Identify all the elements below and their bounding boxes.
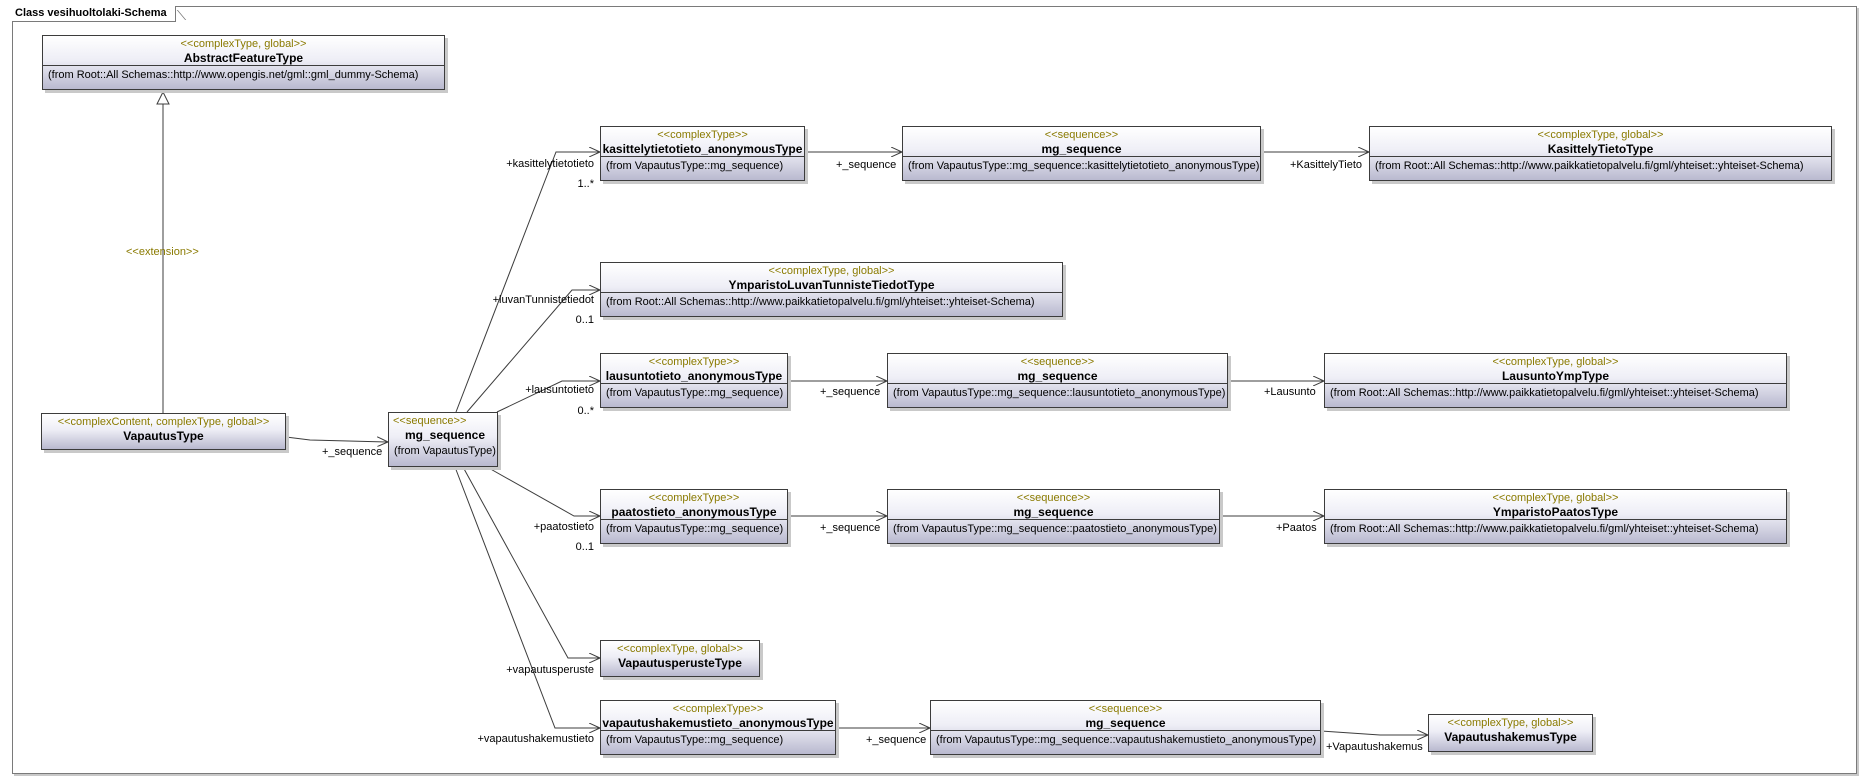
class-name: mg_sequence: [1013, 505, 1094, 519]
role-label-lausuntotieto: +lausuntotieto: [525, 384, 594, 396]
class-vapautushakemustype[interactable]: <<complexType, global>>VapautushakemusTy…: [1428, 714, 1593, 752]
class-origin: (from VapautusType::mg_sequence): [601, 519, 787, 537]
class-name: VapautusperusteType: [618, 656, 742, 670]
class-name: lausuntotieto_anonymousType: [605, 369, 783, 383]
class-origin: (from VapautusType::mg_sequence): [601, 383, 787, 401]
extension-label: <<extension>>: [126, 246, 199, 258]
multiplicity-lausuntotieto: 0..*: [577, 405, 594, 417]
multiplicity-paatostieto: 0..1: [575, 541, 594, 553]
role-label-seq-paatos: +_sequence: [820, 522, 881, 534]
stereotype: <<sequence>>: [1088, 703, 1163, 715]
class-vapautushakemustieto-anonymoustype[interactable]: <<complexType>>vapautushakemustieto_anon…: [600, 700, 836, 755]
role-label-vapautushakemus: +Vapautushakemus: [1326, 741, 1423, 753]
class-name: AbstractFeatureType: [183, 51, 304, 65]
class-name: VapautushakemusType: [1444, 730, 1577, 744]
edge-paatostieto: [486, 466, 600, 516]
role-label-lausunto: +Lausunto: [1264, 386, 1316, 398]
class-paatostieto-anonymoustype[interactable]: <<complexType>>paatostieto_anonymousType…: [600, 489, 788, 544]
edge-luvantunnistetiedot: [466, 290, 600, 413]
stereotype: <<complexType, global>>: [617, 643, 743, 655]
stereotype: <<complexType, global>>: [1492, 492, 1619, 504]
stereotype: <<complexType>>: [648, 492, 740, 504]
edge-lausuntotieto: [496, 381, 600, 413]
class-ymparistoluvantunnistetiedottype[interactable]: <<complexType, global>>YmparistoLuvanTun…: [600, 262, 1063, 317]
class-vapautustype[interactable]: <<complexContent, complexType, global>>V…: [41, 413, 286, 450]
class-origin: (from VapautusType::mg_sequence): [601, 730, 835, 748]
stereotype: <<sequence>>: [393, 415, 467, 427]
class-origin: (from Root::All Schemas::http://www.paik…: [1325, 383, 1786, 401]
role-label-luvantunnistetiedot: +luvanTunnistetiedot: [492, 294, 594, 306]
stereotype: <<sequence>>: [1044, 129, 1119, 141]
role-label-seq-lausunto: +_sequence: [820, 386, 881, 398]
edge-vapautushakemus: [1320, 731, 1428, 735]
class-name: mg_sequence: [404, 428, 486, 442]
stereotype: <<complexType, global>>: [1537, 129, 1664, 141]
role-label-kasittelytietotieto: +kasittelytietotieto: [506, 158, 594, 170]
stereotype: <<complexType, global>>: [768, 265, 895, 277]
class-origin: (from Root::All Schemas::http://www.open…: [43, 65, 444, 83]
class-kasittelytietotieto-anonymoustype[interactable]: <<complexType>>kasittelytietotieto_anony…: [600, 126, 805, 181]
edge-vapautushakemustieto: [454, 466, 600, 728]
class-vapautusperustetype[interactable]: <<complexType, global>>VapautusperusteTy…: [600, 640, 760, 677]
class-name: VapautusType: [123, 429, 204, 443]
class-origin: (from VapautusType): [394, 445, 496, 457]
class-origin: (from Root::All Schemas::http://www.paik…: [1370, 156, 1831, 174]
class-origin: (from Root::All Schemas::http://www.paik…: [601, 292, 1062, 310]
class-name: vapautushakemustieto_anonymousType: [602, 716, 834, 730]
stereotype: <<complexType, global>>: [1447, 717, 1574, 729]
class-origin: (from VapautusType::mg_sequence::paatost…: [888, 519, 1219, 537]
class-name: LausuntoYmpType: [1501, 369, 1610, 383]
stereotype: <<complexType>>: [672, 703, 764, 715]
role-label-seq-hakemus: +_sequence: [866, 734, 927, 746]
multiplicity-kasittelytietotieto: 1..*: [577, 178, 594, 190]
stereotype: <<sequence>>: [1016, 492, 1091, 504]
stereotype: <<sequence>>: [1020, 356, 1095, 368]
class-origin: (from VapautusType::mg_sequence::kasitte…: [903, 156, 1260, 174]
class-origin: (from VapautusType::mg_sequence::vapautu…: [931, 730, 1320, 748]
class-name: YmparistoPaatosType: [1492, 505, 1619, 519]
class-name: KasittelyTietoType: [1547, 142, 1654, 156]
class-name: kasittelytietotieto_anonymousType: [602, 142, 803, 156]
stereotype: <<complexType>>: [657, 129, 748, 141]
edge-kasittelytietotieto: [455, 152, 600, 413]
class-origin: (from VapautusType::mg_sequence::lausunt…: [888, 383, 1227, 401]
class-name: YmparistoLuvanTunnisteTiedotType: [728, 278, 935, 292]
stereotype: <<complexType, global>>: [180, 38, 307, 50]
class-name: paatostieto_anonymousType: [611, 505, 777, 519]
class-abstractfeaturetype[interactable]: <<complexType, global>>AbstractFeatureTy…: [42, 35, 445, 90]
class-origin: (from VapautusType::mg_sequence): [601, 156, 804, 174]
class-name: mg_sequence: [1041, 142, 1122, 156]
class-mg-sequence-kasittely[interactable]: <<sequence>>mg_sequence (from VapautusTy…: [902, 126, 1261, 181]
multiplicity-luvantunnistetiedot: 0..1: [575, 314, 594, 326]
class-kasittelytietotype[interactable]: <<complexType, global>>KasittelyTietoTyp…: [1369, 126, 1832, 181]
stereotype: <<complexType, global>>: [1492, 356, 1619, 368]
class-mg-sequence-hakemus[interactable]: <<sequence>>mg_sequence (from VapautusTy…: [930, 700, 1321, 755]
role-label-seq-kasittely: +_sequence: [836, 159, 897, 171]
role-label-vapautushakemustieto: +vapautushakemustieto: [477, 733, 595, 745]
class-name: mg_sequence: [1017, 369, 1098, 383]
generalization-arrowhead: [156, 90, 170, 105]
stereotype: <<complexContent, complexType, global>>: [57, 416, 270, 428]
class-mg-sequence-main[interactable]: <<sequence>>mg_sequence (from VapautusTy…: [388, 412, 498, 467]
role-label-paatostieto: +paatostieto: [533, 521, 594, 533]
edge-vapautusperuste: [462, 466, 600, 658]
class-origin: (from Root::All Schemas::http://www.paik…: [1325, 519, 1786, 537]
diagram-frame: [12, 6, 1857, 774]
class-name: mg_sequence: [1085, 716, 1166, 730]
stereotype: <<complexType>>: [648, 356, 740, 368]
role-label-paatos: +Paatos: [1276, 522, 1317, 534]
role-label-kasittelytieto: +KasittelyTieto: [1290, 159, 1363, 171]
role-label-vapautusperuste: +vapautusperuste: [506, 664, 594, 676]
diagram-title: Class vesihuoltolaki-Schema: [12, 6, 176, 22]
class-lausuntotieto-anonymoustype[interactable]: <<complexType>>lausuntotieto_anonymousTy…: [600, 353, 788, 408]
class-ymparistopaatostype[interactable]: <<complexType, global>>YmparistoPaatosTy…: [1324, 489, 1787, 544]
class-mg-sequence-lausunto[interactable]: <<sequence>>mg_sequence (from VapautusTy…: [887, 353, 1228, 408]
edge-sequence-main: [285, 436, 388, 442]
class-lausuntoymptype[interactable]: <<complexType, global>>LausuntoYmpType (…: [1324, 353, 1787, 408]
role-label-sequence-main: +_sequence: [322, 446, 383, 458]
class-mg-sequence-paatos[interactable]: <<sequence>>mg_sequence (from VapautusTy…: [887, 489, 1220, 544]
